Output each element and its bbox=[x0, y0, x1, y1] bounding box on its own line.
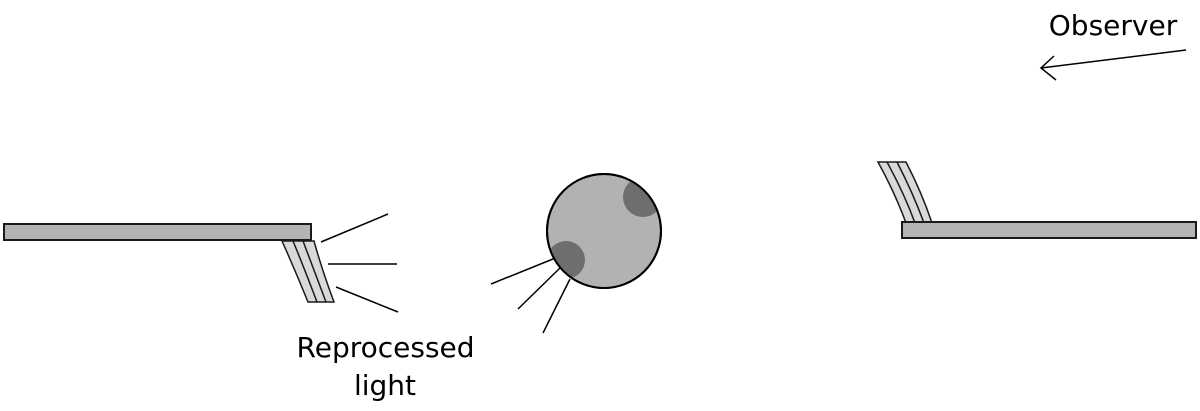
reprocessed-light-label-line2: light bbox=[354, 369, 416, 402]
ray bbox=[517, 267, 561, 310]
ray bbox=[542, 278, 571, 334]
reprocessed-light-label: Reprocessed light bbox=[297, 331, 484, 402]
ray bbox=[490, 258, 554, 285]
reprocessed-light-label-line1: Reprocessed bbox=[297, 331, 475, 364]
observer-label: Observer bbox=[1049, 9, 1178, 42]
observer-arrow bbox=[1039, 49, 1187, 81]
right-disk-flare bbox=[876, 161, 934, 224]
star-rays bbox=[490, 258, 571, 334]
ray bbox=[335, 286, 399, 313]
left-disk bbox=[3, 223, 312, 241]
ray bbox=[320, 213, 389, 243]
star bbox=[546, 173, 662, 289]
left-flare-rays bbox=[320, 213, 399, 313]
right-disk bbox=[901, 221, 1197, 239]
left-disk-flare bbox=[280, 240, 336, 303]
